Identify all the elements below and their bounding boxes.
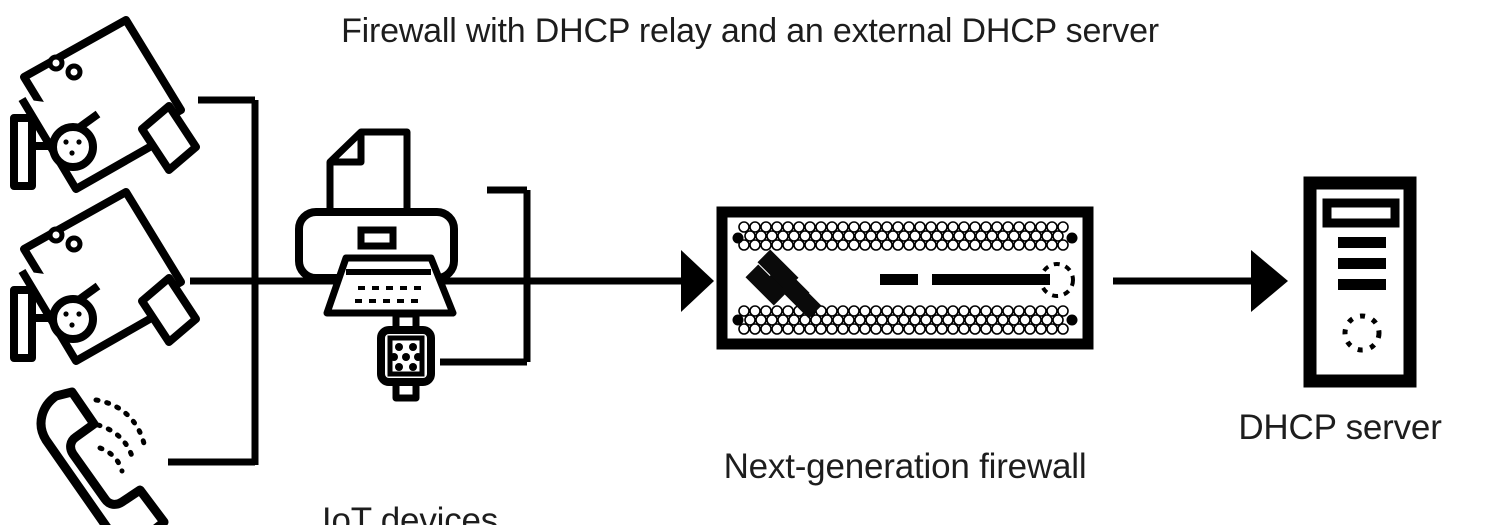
server-power-button — [1342, 313, 1382, 353]
security-camera-icon-top — [10, 16, 200, 193]
arrowhead-to-server — [1251, 250, 1288, 312]
phone-handset-shape — [36, 387, 169, 525]
server-drive-bays — [1338, 237, 1386, 290]
printer-paper-fold — [330, 132, 365, 166]
camera-wall-plate — [10, 114, 36, 190]
printer-paper-in — [326, 128, 411, 219]
camera-joint-dots — [63, 311, 82, 328]
label-firewall: Next-generation firewall with a DHCP rel… — [620, 366, 1190, 525]
watch-app-dots — [390, 343, 422, 371]
camera-post — [77, 282, 101, 303]
firewall-vents-bottom — [738, 305, 1069, 335]
label-iot-line1: IoT devices — [321, 500, 499, 525]
printer-icon — [295, 128, 458, 317]
camera-joint — [49, 295, 97, 343]
security-camera-icon-bottom — [10, 188, 200, 365]
camera-joint-dots — [63, 139, 82, 156]
phone-signal-arcs — [93, 397, 148, 474]
label-firewall-line1: Next-generation firewall — [723, 446, 1087, 486]
smartwatch-icon — [377, 310, 435, 402]
diagram-title: Firewall with DHCP relay and an external… — [341, 12, 1159, 50]
printer-printed-dots — [355, 286, 421, 303]
printer-output-sheet — [323, 254, 457, 317]
label-dhcp-server: DHCP server — [1238, 408, 1442, 447]
server-tower-icon — [1303, 176, 1417, 388]
printer-display — [357, 226, 397, 250]
server-optical-drive — [1322, 198, 1400, 228]
camera-post — [77, 110, 101, 131]
firewall-vents-top — [738, 221, 1069, 251]
firewall-power-button — [1039, 262, 1075, 298]
arrowhead-to-firewall — [681, 250, 714, 312]
firewall-corner-screws — [732, 232, 1078, 326]
firewall-vendor-logo — [745, 249, 822, 319]
firewall-appliance-icon — [716, 206, 1094, 350]
camera-lens-hood — [138, 102, 200, 174]
arrowheads — [681, 250, 1288, 312]
camera-joint — [49, 123, 97, 171]
camera-indicator-leds — [47, 54, 83, 81]
label-iot-devices: IoT devices DHCP clients — [200, 420, 620, 525]
firewall-panel-bars — [880, 274, 1050, 285]
camera-lens-hood — [138, 274, 200, 346]
camera-indicator-leds — [47, 226, 83, 253]
camera-wall-plate — [10, 286, 36, 362]
telephone-handset-icon — [36, 387, 169, 525]
